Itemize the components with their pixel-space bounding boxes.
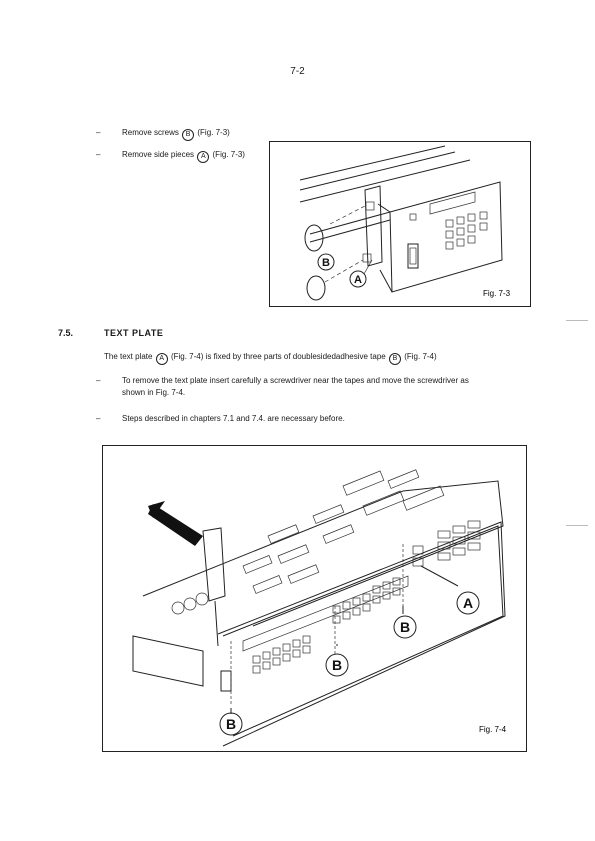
bullet-dash: – bbox=[96, 128, 101, 137]
bullet-text: Steps described in chapters 7.1 and 7.4.… bbox=[122, 414, 345, 423]
bullet-remove-screws: – Remove screws B (Fig. 7-3) bbox=[96, 127, 266, 141]
callout-b-mark: B bbox=[182, 129, 195, 141]
callout-a-label: A bbox=[463, 595, 473, 611]
section-title: TEXT PLATE bbox=[104, 328, 164, 338]
section-paragraph: The text plate A (Fig. 7-4) is fixed by … bbox=[104, 352, 437, 365]
callout-b-label: B bbox=[332, 657, 342, 673]
callout-b-label: B bbox=[226, 716, 236, 732]
callout-b-mark: B bbox=[388, 353, 401, 365]
scan-mark bbox=[566, 320, 588, 321]
bullet-text-line-1: To remove the text plate insert carefull… bbox=[122, 376, 469, 385]
figure-7-4-illustration: A B B B Fig. 7-4 bbox=[132, 469, 507, 747]
figure-reference: (Fig. 7-3) bbox=[197, 128, 230, 137]
figure-7-4-caption: Fig. 7-4 bbox=[479, 725, 507, 734]
callout-b-label: B bbox=[322, 257, 330, 269]
bullet-remove-side-pieces: – Remove side pieces A (Fig. 7-3) bbox=[96, 149, 266, 163]
section-number: 7.5. bbox=[58, 328, 74, 338]
paragraph-text: The text plate bbox=[104, 352, 153, 361]
bullet-text: Remove screws bbox=[122, 128, 179, 137]
paragraph-text: (Fig. 7-4) is fixed by three parts of do… bbox=[170, 352, 386, 361]
scan-mark bbox=[566, 525, 588, 526]
figure-7-4: A B B B Fig. 7-4 bbox=[102, 445, 527, 752]
callout-a-label: A bbox=[354, 274, 362, 286]
bullet-remove-text-plate: – To remove the text plate insert carefu… bbox=[96, 375, 546, 399]
figure-7-3-caption: Fig. 7-3 bbox=[483, 289, 511, 298]
figure-7-3: B A Fig. 7-3 bbox=[269, 141, 531, 307]
figure-7-3-illustration: B A Fig. 7-3 bbox=[299, 145, 511, 301]
bullet-dash: – bbox=[96, 376, 101, 385]
callout-a-mark: A bbox=[197, 151, 210, 163]
figure-reference: (Fig. 7-4) bbox=[404, 352, 437, 361]
callout-b-label: B bbox=[400, 619, 410, 635]
figure-reference: (Fig. 7-3) bbox=[212, 150, 245, 159]
bullet-text: Remove side pieces bbox=[122, 150, 195, 159]
bullet-dash: – bbox=[96, 150, 101, 159]
callout-a-mark: A bbox=[155, 353, 168, 365]
page-number: 7-2 bbox=[290, 66, 305, 77]
bullet-text-line-2: shown in Fig. 7-4. bbox=[122, 388, 186, 397]
bullet-steps-before: – Steps described in chapters 7.1 and 7.… bbox=[96, 413, 396, 424]
bullet-dash: – bbox=[96, 414, 101, 423]
